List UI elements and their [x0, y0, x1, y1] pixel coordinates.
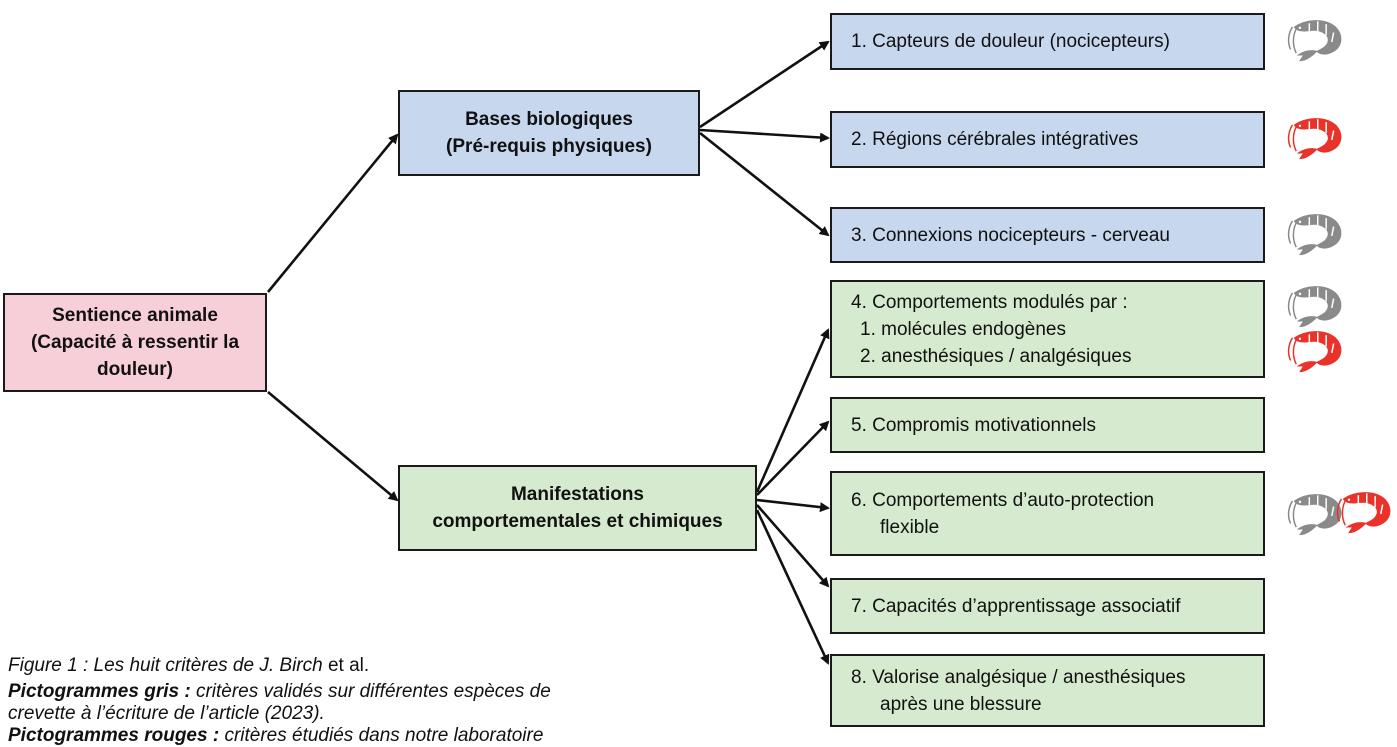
- criterion-8-line1: 8. Valorise analgésique / anesthésiques: [851, 666, 1186, 688]
- shrimp-icon: [1287, 213, 1342, 256]
- criterion-5-box: 5. Compromis motivationnels: [830, 397, 1265, 453]
- arrow-bio-to-c3: [699, 131, 830, 237]
- caption-line1: Figure 1 : Les huit critères de J. Birch…: [8, 655, 708, 677]
- criterion-6-line1: 6. Comportements d’auto-protection: [851, 489, 1155, 511]
- criterion-6-box: 6. Comportements d’auto-protection flexi…: [830, 471, 1265, 556]
- arrow-root-to-manif: [267, 391, 399, 502]
- criterion-2-text: 2. Régions cérébrales intégratives: [851, 129, 1139, 150]
- root-line2: (Capacité à ressentir la douleur): [30, 332, 240, 380]
- shrimp-icon: [1336, 491, 1391, 534]
- arrow-root-to-bio: [266, 133, 399, 293]
- connector-arrows: [266, 40, 830, 665]
- arrow-manif-to-c5: [756, 420, 830, 496]
- caption-red-label: Pictogrammes rouges :: [8, 725, 220, 746]
- arrow-bio-to-c2: [699, 128, 830, 143]
- criterion-2-box: 2. Régions cérébrales intégratives: [830, 111, 1265, 168]
- criterion-8-line2: après une blessure: [880, 693, 1042, 715]
- criterion-4-title: 4. Comportements modulés par :: [851, 291, 1128, 313]
- caption-gray-text-2: crevette à l’écriture de l’article (2023…: [8, 703, 325, 724]
- arrow-manif-to-c7: [756, 504, 830, 588]
- criterion-7-box: 7. Capacités d’apprentissage associatif: [830, 578, 1265, 634]
- arrow-bio-to-c1: [699, 40, 830, 129]
- caption-red-text: critères étudiés dans notre laboratoire: [219, 725, 544, 746]
- root-sentience-box: Sentience animale (Capacité à ressentir …: [3, 293, 267, 392]
- manif-box: Manifestations comportementales et chimi…: [398, 465, 757, 551]
- arrow-manif-to-c6: [756, 498, 830, 513]
- caption-gray-label: Pictogrammes gris :: [8, 681, 191, 702]
- bio-line2: (Pré-requis physiques): [446, 136, 652, 157]
- caption-gray-text: critères validés sur différentes espèces…: [190, 681, 551, 702]
- figure-caption: Figure 1 : Les huit critères de J. Birch…: [8, 655, 708, 747]
- criterion-1-text: 1. Capteurs de douleur (nocicepteurs): [851, 31, 1170, 52]
- criterion-5-text: 5. Compromis motivationnels: [851, 414, 1096, 436]
- caption-red-line: Pictogrammes rouges : critères étudiés d…: [8, 725, 708, 747]
- criterion-4-sub-1: 1. molécules endogènes: [860, 318, 1066, 340]
- criterion-6-line2: flexible: [880, 516, 940, 538]
- criterion-3-box: 3. Connexions nocicepteurs - cerveau: [830, 207, 1265, 263]
- caption-gray-line: Pictogrammes gris : critères validés sur…: [8, 681, 708, 703]
- criterion-3-text: 3. Connexions nocicepteurs - cerveau: [851, 224, 1170, 246]
- criterion-4-sub-2: 2. anesthésiques / analgésiques: [860, 345, 1132, 367]
- bio-line1: Bases biologiques: [465, 109, 633, 130]
- shrimp-icon: [1287, 117, 1342, 160]
- shrimp-icon: [1287, 285, 1342, 328]
- caption-title-tail: et al.: [322, 655, 370, 676]
- criterion-8-box: 8. Valorise analgésique / anesthésiques …: [830, 654, 1265, 727]
- arrow-manif-to-c4: [755, 328, 830, 493]
- manif-line1: Manifestations: [510, 484, 645, 505]
- shrimp-icon: [1287, 19, 1342, 62]
- bio-bases-box: Bases biologiques (Pré-requis physiques): [398, 90, 700, 176]
- criterion-1-box: 1. Capteurs de douleur (nocicepteurs): [830, 13, 1265, 70]
- manif-line2: comportementales et chimiques: [432, 511, 723, 532]
- caption-title: Figure 1 : Les huit critères de J. Birch: [8, 655, 323, 676]
- root-line1: Sentience animale: [52, 305, 218, 326]
- criterion-7-text: 7. Capacités d’apprentissage associatif: [851, 595, 1181, 617]
- shrimp-icon: [1287, 330, 1342, 373]
- criterion-4-box: 4. Comportements modulés par : 1. molécu…: [830, 280, 1265, 378]
- arrow-manif-to-c8: [755, 509, 830, 665]
